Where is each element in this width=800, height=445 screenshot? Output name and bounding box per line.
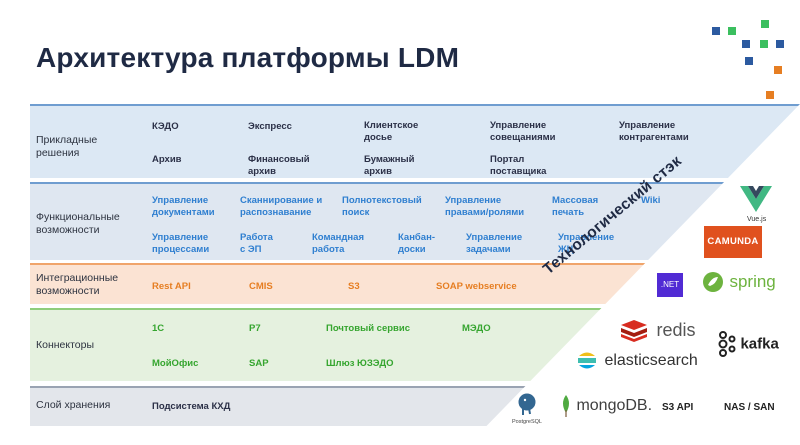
- page-title: Архитектура платформы LDM: [36, 42, 460, 73]
- applied-item: Бумажный архив: [364, 154, 415, 177]
- row-label-integration: Интеграционные возможности: [36, 272, 119, 297]
- spring-icon: [703, 272, 723, 292]
- row-label-connectors: Коннекторы: [36, 339, 95, 351]
- functional-item: Сканнирование и распознавание: [240, 195, 323, 218]
- applied-item: Управление совещаниями: [490, 120, 556, 143]
- functional-item: Управление процессами: [152, 232, 210, 255]
- row-label-storage: Слой хранения: [36, 399, 111, 411]
- functional-item: Управление правами/ролями: [445, 195, 525, 218]
- vue-logo: Vue.js: [740, 186, 776, 223]
- applied-item: Экспресс: [248, 121, 292, 132]
- functional-item: Управление ЖЦ: [558, 232, 615, 255]
- connector-item: Шлюз ЮЗЭДО: [326, 358, 394, 369]
- dotnet-logo: .NET: [657, 273, 683, 297]
- applied-item: Архив: [152, 154, 182, 165]
- row-label-functional: Функциональные возможности: [36, 211, 120, 236]
- functional-item: Полнотекстовый поиск: [342, 195, 422, 218]
- redis-logo: redis: [620, 318, 695, 342]
- applied-item: Клиентское досье: [364, 120, 419, 143]
- functional-item: Wiki: [641, 195, 661, 206]
- functional-item: Канбан-доски: [398, 232, 435, 255]
- kafka-logo: kafka: [718, 331, 779, 357]
- connector-item: Р7: [249, 323, 261, 334]
- connector-item: МЭДО: [462, 323, 491, 334]
- applied-item: Управление контрагентами: [619, 120, 689, 143]
- connector-item: Почтовый сервис: [326, 323, 411, 334]
- redis-icon: [621, 320, 647, 342]
- integration-item: S3: [348, 281, 360, 292]
- leaf-icon: [563, 395, 569, 417]
- integration-item: SOAP webservice: [436, 281, 517, 292]
- functional-item: Работа с ЭП: [240, 232, 273, 255]
- functional-item: Командная работа: [312, 232, 364, 255]
- applied-item: Портал поставщика: [490, 154, 547, 177]
- connector-item: 1С: [152, 323, 165, 334]
- spring-logo: spring: [703, 272, 776, 292]
- kafka-icon: [718, 331, 736, 357]
- connector-item: МойОфис: [152, 358, 199, 369]
- integration-item: CMIS: [249, 281, 273, 292]
- s3-api-label: S3 API: [662, 402, 694, 413]
- storage-item: Подсистема КХД: [152, 401, 231, 412]
- postgresql-logo: PostgreSQL: [510, 392, 544, 425]
- elephant-icon: [517, 392, 537, 415]
- functional-item: Массовая печать: [552, 195, 599, 218]
- elasticsearch-logo: elasticsearch: [576, 350, 698, 372]
- nas-san-label: NAS / SAN: [724, 402, 775, 413]
- mongodb-logo: mongoDB.: [560, 395, 652, 417]
- functional-item: Управление задачами: [466, 232, 523, 255]
- integration-item: Rest API: [152, 281, 191, 292]
- vue-icon: [740, 186, 772, 212]
- applied-item: КЭДО: [152, 121, 179, 132]
- elasticsearch-icon: [578, 352, 596, 369]
- functional-item: Управление документами: [152, 195, 215, 218]
- row-label-applied: Прикладные решения: [36, 134, 98, 159]
- camunda-logo: CAMUNDA: [704, 226, 762, 258]
- applied-item: Финансовый архив: [248, 154, 310, 177]
- connector-item: SAP: [249, 358, 269, 369]
